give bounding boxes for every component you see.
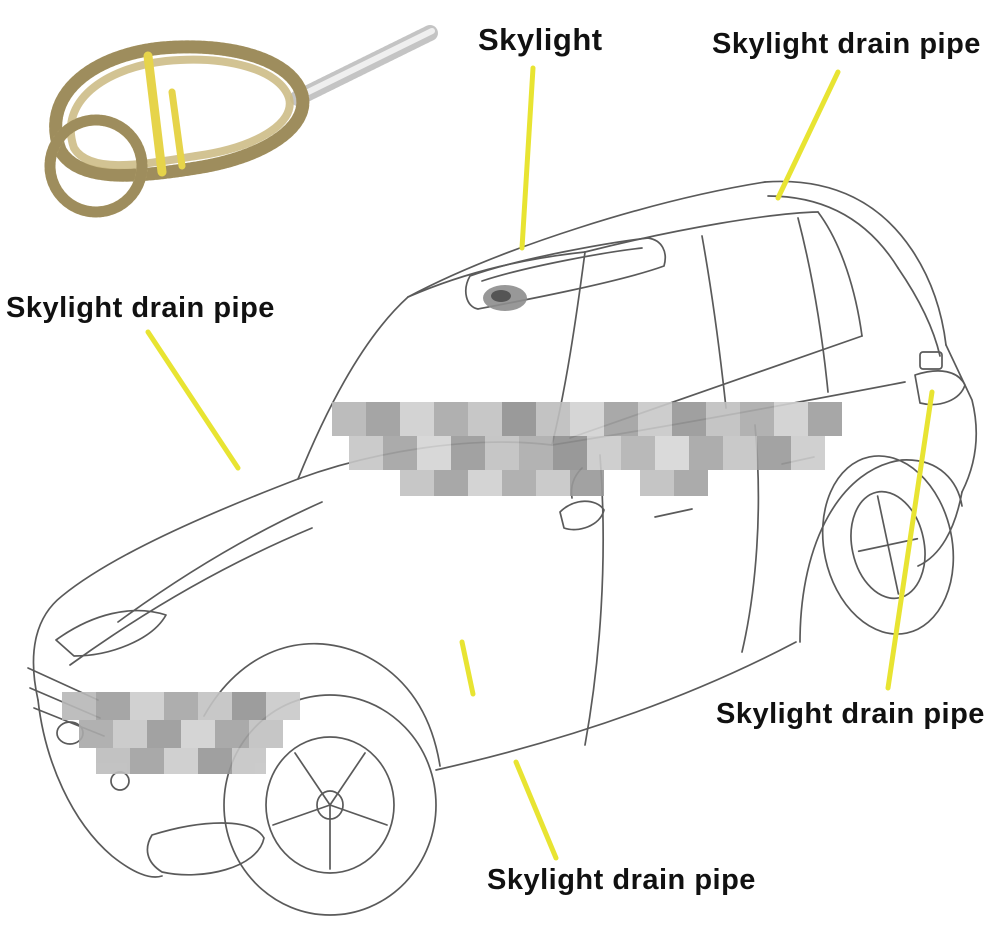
watermark-mosaic xyxy=(62,402,842,774)
label-drain-pipe-left: Skylight drain pipe xyxy=(6,292,275,324)
label-drain-pipe-bottom-right: Skylight drain pipe xyxy=(716,698,985,730)
leader-drain-bottom-center xyxy=(513,759,559,861)
cleaning-tool-illustration xyxy=(44,25,438,218)
leader-drain-left xyxy=(145,329,241,471)
leader-drain-bottom-right xyxy=(885,389,935,691)
leader-drain-fender xyxy=(459,639,476,697)
leader-drain-top-right xyxy=(775,69,841,201)
leader-lines xyxy=(145,65,935,861)
label-drain-pipe-top-right: Skylight drain pipe xyxy=(712,28,981,60)
leader-skylight xyxy=(519,65,536,251)
label-skylight: Skylight xyxy=(478,22,603,57)
label-drain-pipe-bottom-center: Skylight drain pipe xyxy=(487,864,756,896)
